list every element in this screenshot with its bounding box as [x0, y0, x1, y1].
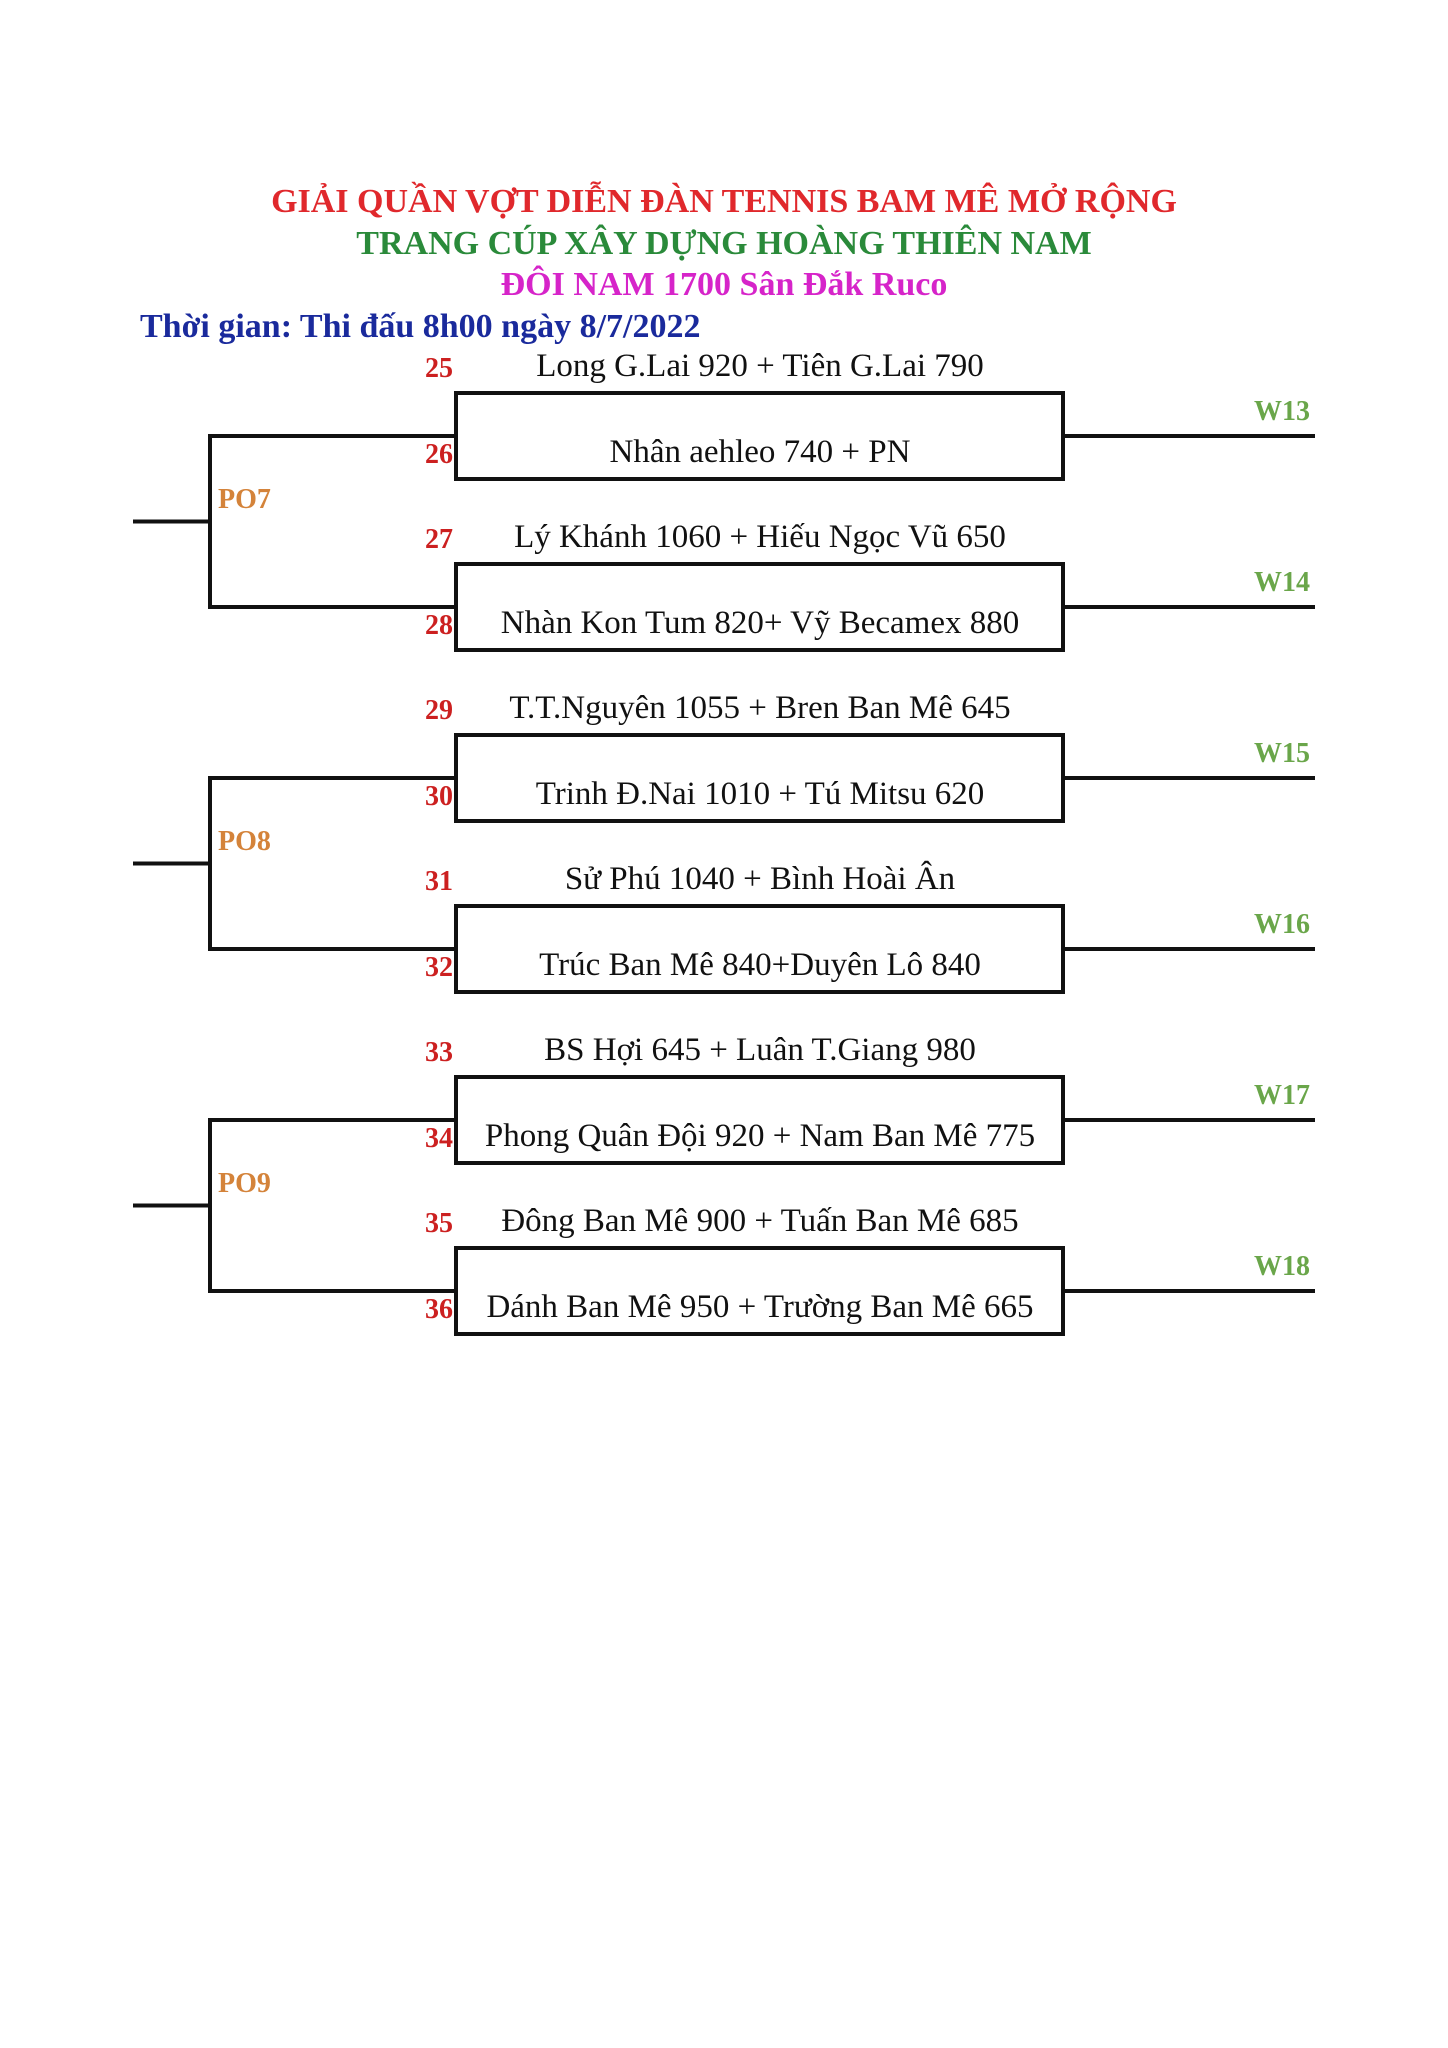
seed-number: 26 — [425, 439, 453, 470]
playoff-label: PO7 — [218, 483, 271, 515]
winner-label: W16 — [1254, 909, 1310, 940]
seed-number: 25 — [425, 353, 453, 384]
winner-label: W17 — [1254, 1080, 1310, 1111]
seed-number: 36 — [425, 1294, 453, 1325]
winner-label: W15 — [1254, 738, 1310, 769]
team-name: BS Hợi 645 + Luân T.Giang 980 — [544, 1032, 976, 1068]
team-name: Nhân aehleo 740 + PN — [609, 434, 911, 470]
seed-number: 35 — [425, 1208, 453, 1239]
seed-number: 29 — [425, 695, 453, 726]
team-name: Đông Ban Mê 900 + Tuấn Ban Mê 685 — [501, 1203, 1019, 1239]
team-name: Long G.Lai 920 + Tiên G.Lai 790 — [536, 348, 984, 384]
cup-sponsor-title: TRANG CÚP XÂY DỰNG HOÀNG THIÊN NAM — [356, 225, 1092, 262]
tournament-title: GIẢI QUẦN VỢT DIỄN ĐÀN TENNIS BAM MÊ MỞ … — [271, 183, 1177, 220]
team-name: Trúc Ban Mê 840+Duyên Lô 840 — [539, 947, 981, 983]
playoff-label: PO8 — [218, 825, 271, 857]
team-name: Nhàn Kon Tum 820+ Vỹ Becamex 880 — [500, 605, 1020, 641]
schedule-time: Thời gian: Thi đấu 8h00 ngày 8/7/2022 — [140, 308, 701, 345]
seed-number: 30 — [425, 781, 453, 812]
winner-label: W13 — [1254, 396, 1310, 427]
seed-number: 33 — [425, 1037, 453, 1068]
seed-number: 31 — [425, 866, 453, 897]
team-name: Phong Quân Đội 920 + Nam Ban Mê 775 — [484, 1118, 1036, 1154]
team-name: Dánh Ban Mê 950 + Trường Ban Mê 665 — [486, 1289, 1034, 1325]
playoff-label: PO9 — [218, 1167, 271, 1199]
team-name: T.T.Nguyên 1055 + Bren Ban Mê 645 — [509, 690, 1011, 726]
seed-number: 34 — [425, 1123, 453, 1154]
seed-number: 28 — [425, 610, 453, 641]
winner-label: W18 — [1254, 1251, 1310, 1282]
team-name: Trinh Đ.Nai 1010 + Tú Mitsu 620 — [535, 776, 985, 812]
seed-number: 32 — [425, 952, 453, 983]
team-name: Sử Phú 1040 + Bình Hoài Ân — [564, 861, 956, 897]
seed-number: 27 — [425, 524, 453, 555]
category-venue: ĐÔI NAM 1700 Sân Đắk Ruco — [500, 266, 948, 303]
team-name: Lý Khánh 1060 + Hiếu Ngọc Vũ 650 — [514, 519, 1006, 555]
winner-label: W14 — [1254, 567, 1310, 598]
